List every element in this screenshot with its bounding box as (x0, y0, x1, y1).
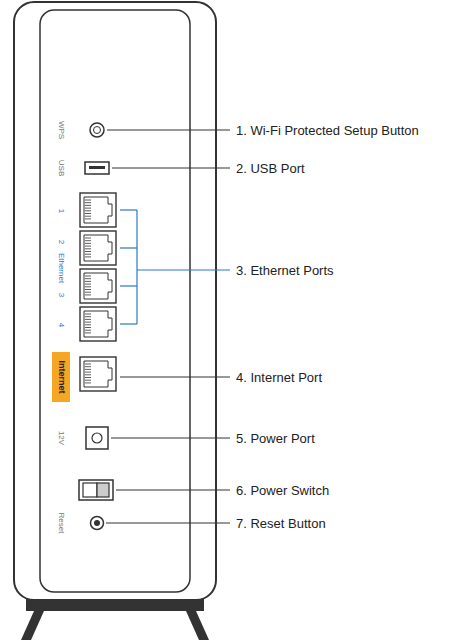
bracket-line (120, 285, 137, 286)
rj45-port (80, 269, 116, 303)
port-label: Reset (57, 513, 65, 534)
callout-label: 4. Internet Port (236, 371, 322, 384)
port-number: 1 (57, 209, 65, 213)
rear-panel (40, 10, 190, 592)
rj45-port (80, 231, 116, 265)
callout-label: 2. USB Port (236, 162, 305, 175)
port-label: Internet (57, 360, 66, 393)
leader-line (107, 130, 230, 131)
callout-label: 7. Reset Button (236, 517, 326, 530)
bracket-line (120, 247, 137, 248)
usb-port (89, 166, 105, 169)
port-label: 12V (57, 431, 65, 445)
callout-label: 3. Ethernet Ports (236, 264, 334, 277)
ethernet-ports (80, 193, 116, 391)
leader-line (111, 438, 230, 439)
port-label: WPS (57, 121, 65, 139)
power-port (92, 433, 102, 443)
callout-label: 1. Wi-Fi Protected Setup Button (236, 124, 419, 137)
leader-line (137, 269, 230, 270)
power-switch (83, 483, 97, 497)
port-number: 2 (57, 240, 65, 244)
power-switch (97, 483, 109, 497)
callout-label: 5. Power Port (236, 432, 315, 445)
stand-leg (186, 611, 209, 640)
leader-line (120, 377, 230, 378)
port-number: 4 (57, 323, 65, 327)
reset-button (91, 517, 104, 530)
bracket-line (136, 210, 137, 324)
port-label: USB (57, 160, 65, 176)
rj45-port (80, 357, 116, 391)
wps-button (94, 127, 101, 134)
bracket-line (120, 209, 137, 210)
router-housing (14, 2, 216, 600)
rj45-port (80, 307, 116, 341)
leader-line (106, 523, 230, 524)
wps-button (90, 123, 104, 137)
port-label-band: Internet (52, 352, 70, 402)
leader-line (112, 168, 230, 169)
rj45-port (80, 193, 116, 227)
power-port (86, 427, 108, 449)
port-number: 3 (57, 293, 65, 297)
callout-label: 6. Power Switch (236, 484, 329, 497)
port-label: Ethernet (57, 253, 65, 283)
bracket-line (120, 323, 137, 324)
leader-line (116, 490, 230, 491)
power-switch (79, 480, 113, 500)
stand-leg (21, 611, 44, 640)
reset-button (94, 520, 100, 526)
usb-port (85, 162, 109, 174)
